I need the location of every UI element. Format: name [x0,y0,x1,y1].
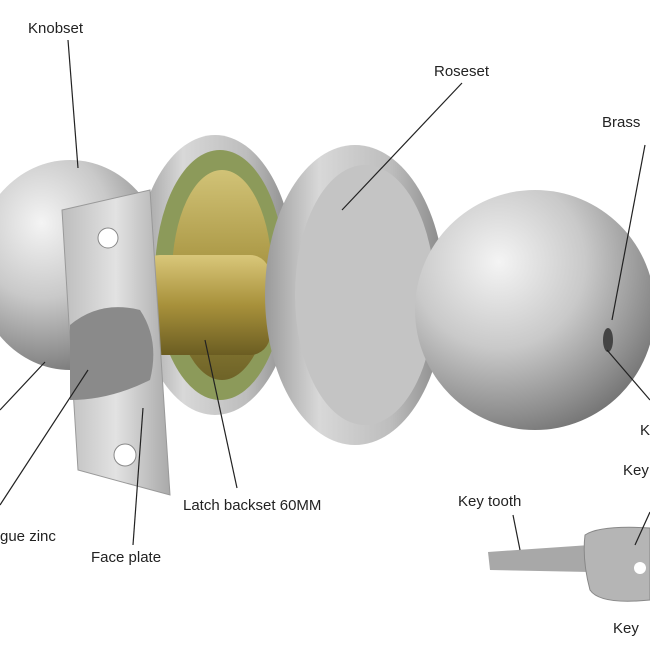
latch-tube [140,255,270,355]
leader-lines [0,39,650,551]
key [488,526,650,602]
label-key: Key [613,620,639,637]
front-rose-inner [295,165,435,425]
label-brass: Brass [602,114,641,131]
label-k-cut: K [640,422,650,439]
right-knob [415,190,650,430]
face-plate-screw-hole [113,443,137,467]
keyhole [603,328,613,352]
key-blade [488,545,590,572]
latch-bolt [70,307,154,400]
key-hole [634,562,646,574]
label-key-cut: Key [623,462,649,479]
face-plate-screw-hole [97,227,119,249]
label-tongue-zinc: gue zinc [0,528,56,545]
label-key-tooth: Key tooth [458,493,522,510]
key-bow [583,526,650,602]
label-face-plate: Face plate [91,549,162,566]
label-roseset: Roseset [434,63,490,80]
label-latch-backset: Latch backset 60MM [183,497,322,514]
label-knobset: Knobset [28,20,84,37]
